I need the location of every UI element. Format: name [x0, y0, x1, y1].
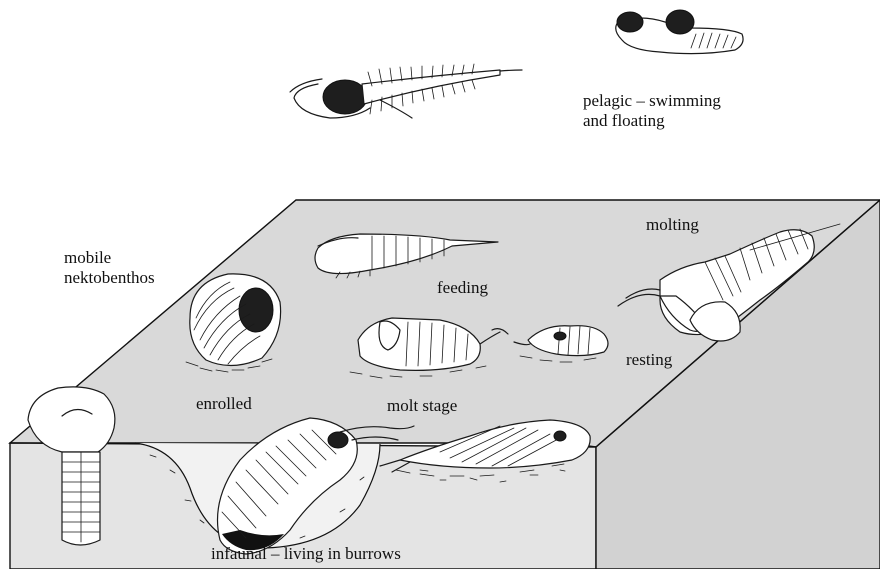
label-molting: molting: [646, 215, 699, 235]
label-infaunal: infaunal – living in burrows: [211, 544, 401, 564]
label-pelagic: pelagic – swimming and floating: [583, 91, 721, 131]
pelagic-floating-trilobite: [616, 10, 743, 54]
label-feeding: feeding: [437, 278, 488, 298]
label-mobile-nektobenthos: mobile nektobenthos: [64, 248, 155, 288]
label-molt-stage: molt stage: [387, 396, 457, 416]
label-resting: resting: [626, 350, 672, 370]
label-enrolled: enrolled: [196, 394, 252, 414]
pelagic-spiny-trilobite: [290, 64, 522, 118]
